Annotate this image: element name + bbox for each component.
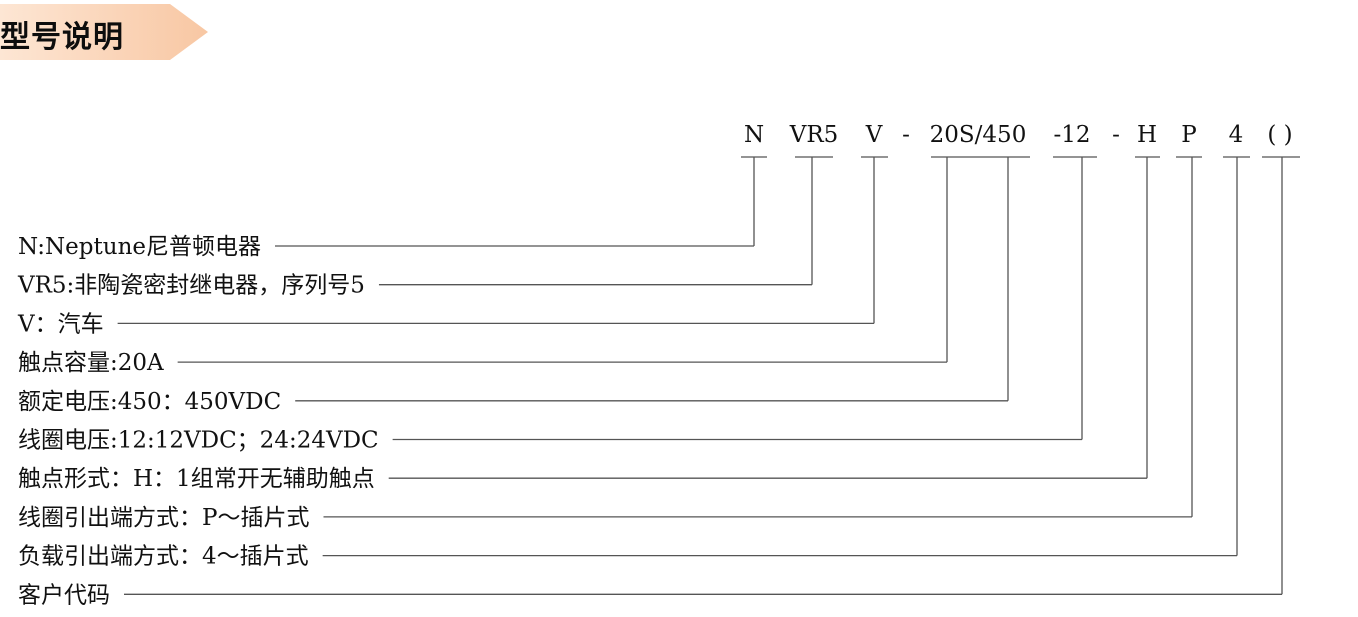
header-arrow-banner bbox=[0, 4, 208, 60]
description-10: 客户代码 bbox=[18, 582, 110, 608]
code-segment-h: H bbox=[1137, 122, 1157, 148]
description-9: 负载引出端方式：4～插片式 bbox=[18, 544, 309, 570]
code-segment-v: V bbox=[865, 122, 883, 148]
page-title: 型号说明 bbox=[0, 20, 124, 55]
code-segment-4: 4 bbox=[1229, 122, 1244, 148]
code-segment-n: N bbox=[744, 122, 764, 148]
code-segment-paren: ( ) bbox=[1267, 122, 1292, 148]
code-segment-dash2: - bbox=[1112, 122, 1120, 148]
code-segment-vr5: VR5 bbox=[789, 122, 839, 148]
section-header: 型号说明 bbox=[0, 0, 215, 62]
description-6: 线圈电压:12:12VDC；24:24VDC bbox=[18, 428, 379, 454]
description-4: 触点容量:20A bbox=[18, 350, 164, 376]
code-segment-p: P bbox=[1181, 122, 1196, 148]
code-segment-dash12: -12 bbox=[1053, 122, 1090, 148]
description-3: V：汽车 bbox=[17, 311, 104, 337]
description-2: VR5:非陶瓷密封继电器，序列号5 bbox=[17, 273, 365, 299]
description-8: 线圈引出端方式：P～插片式 bbox=[18, 505, 309, 531]
description-7: 触点形式：H：1组常开无辅助触点 bbox=[18, 466, 375, 492]
description-5: 额定电压:450：450VDC bbox=[18, 389, 281, 415]
code-segment-20s450: 20S/450 bbox=[930, 122, 1027, 148]
code-segment-dash1: - bbox=[902, 122, 910, 148]
description-1: N:Neptune尼普顿电器 bbox=[18, 234, 261, 260]
